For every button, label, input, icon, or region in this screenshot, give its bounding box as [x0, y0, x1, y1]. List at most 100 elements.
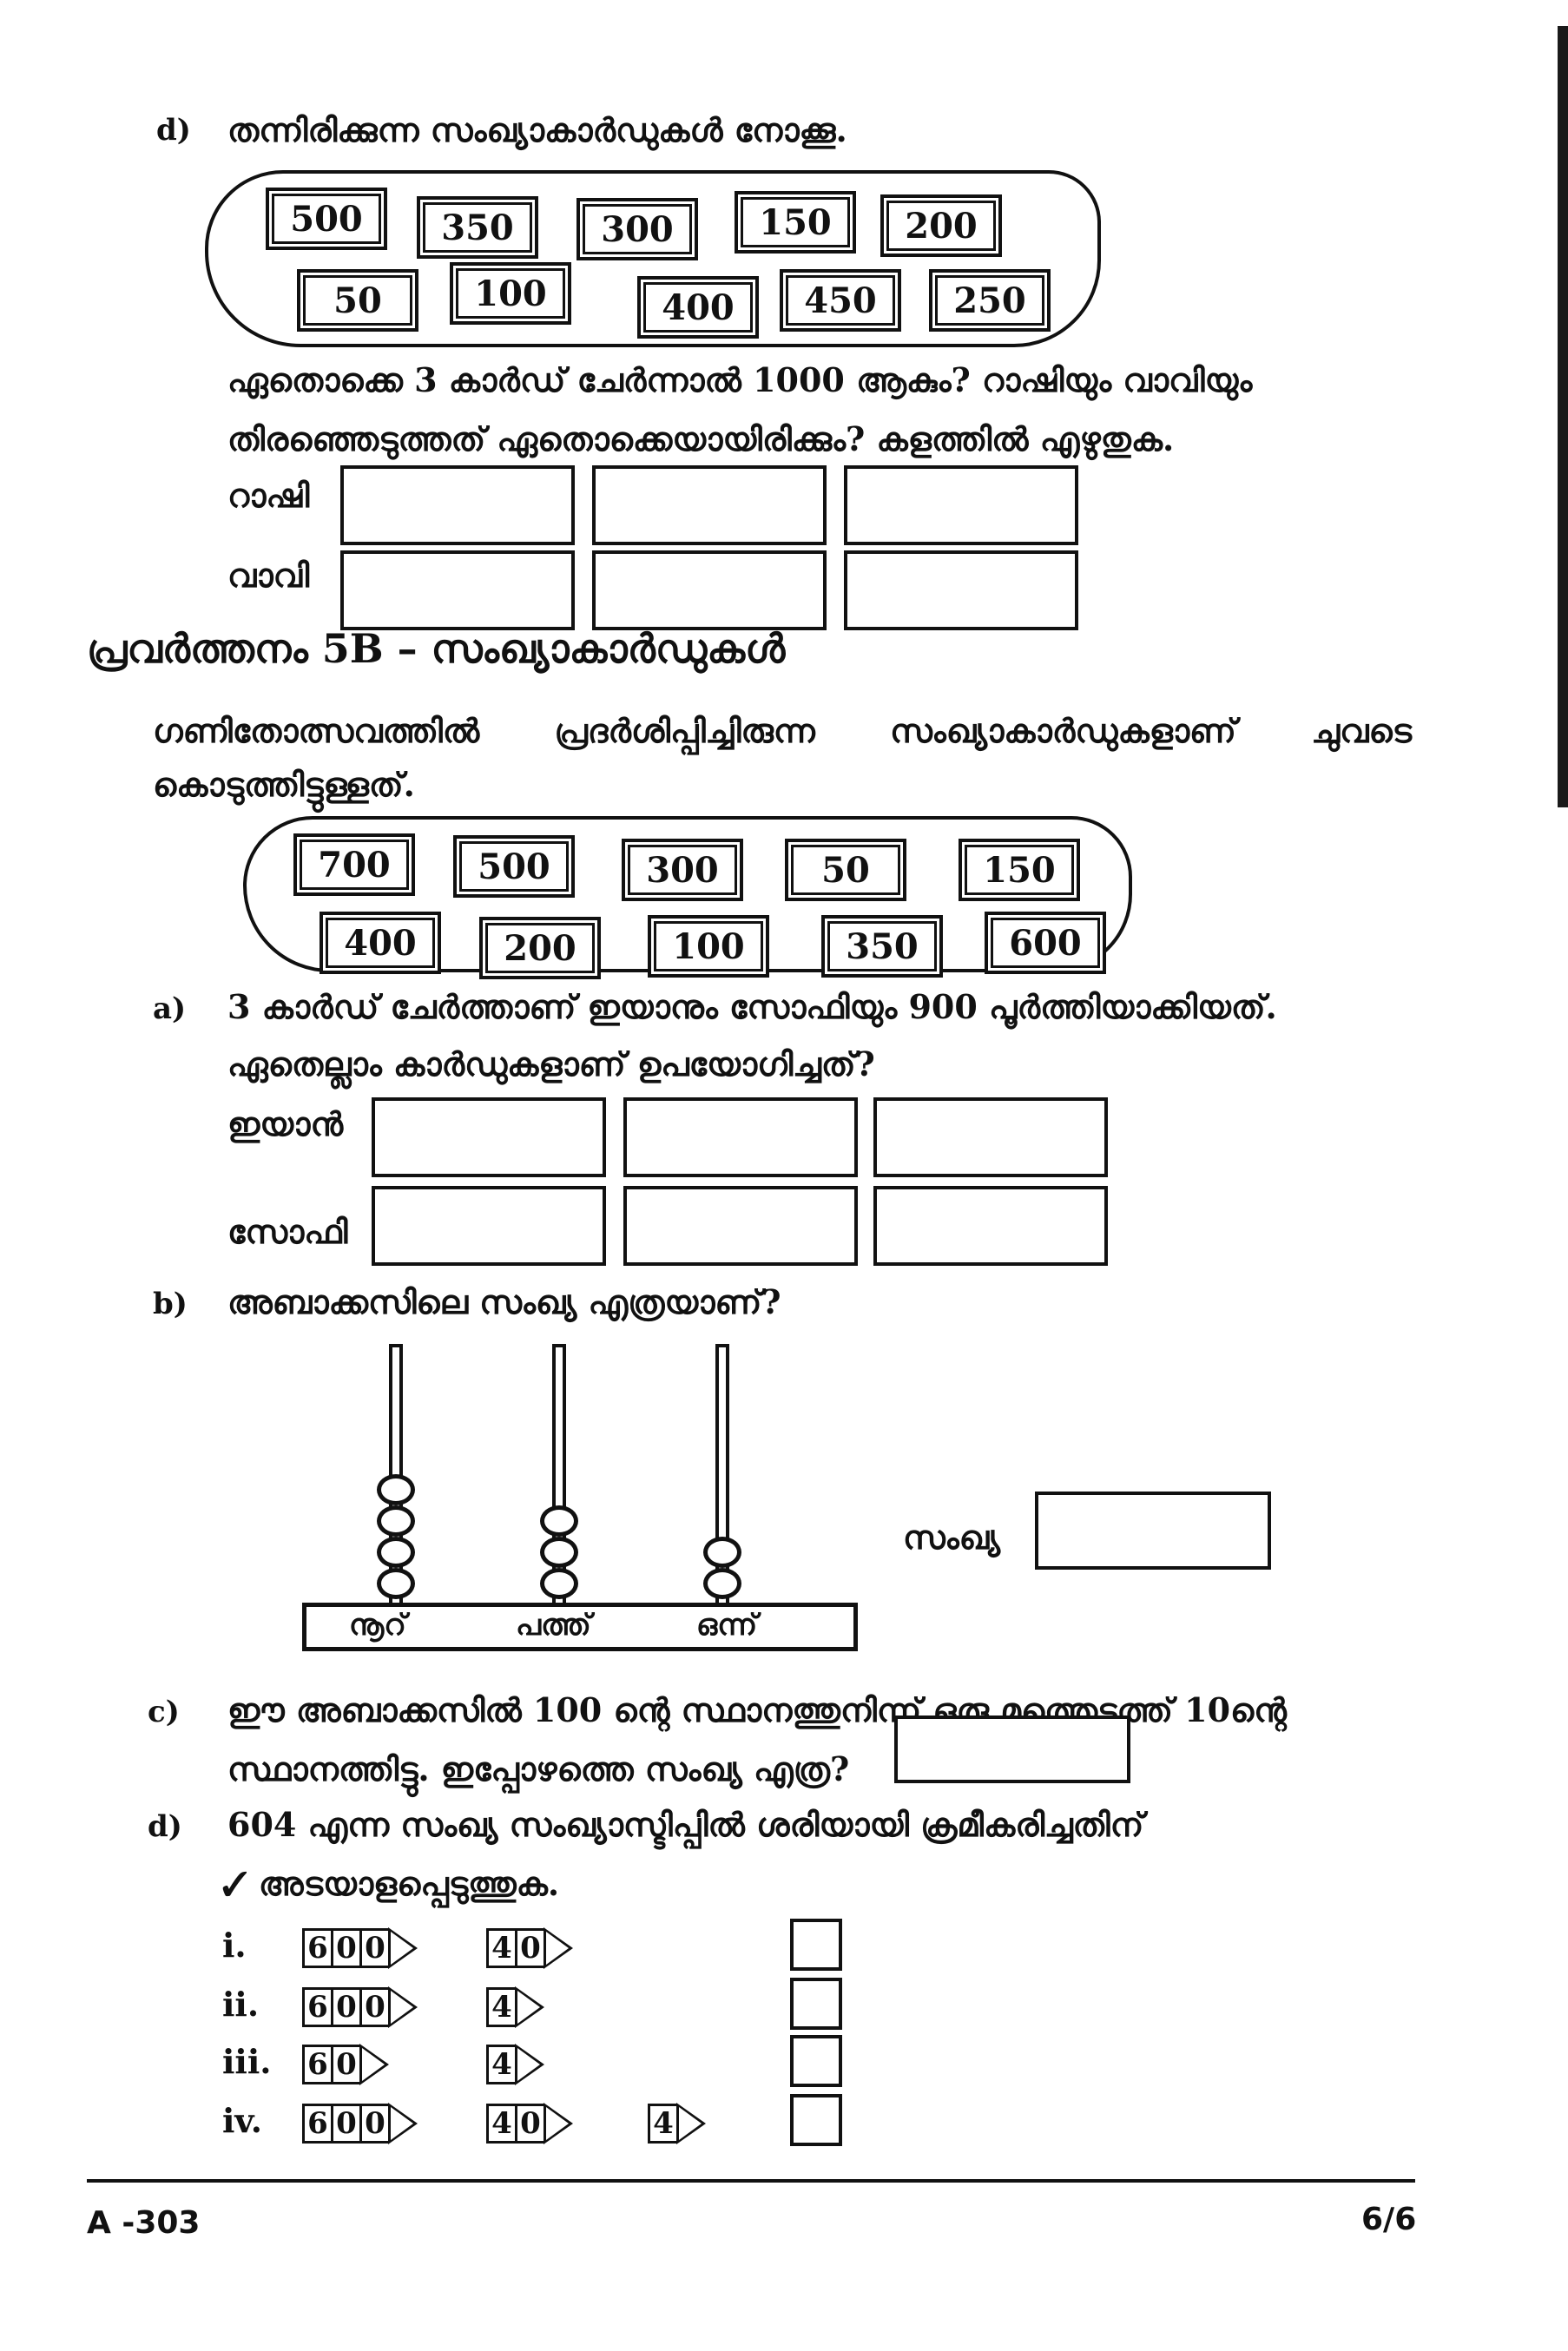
card-arrow-tip [544, 2103, 573, 2144]
question-label-d-top: d) [156, 113, 191, 148]
card-arrow-tip [515, 2044, 544, 2085]
answer-box-sofi-3[interactable] [873, 1186, 1108, 1266]
answer-box-abacus-number[interactable] [1035, 1492, 1271, 1570]
place-label-ones: ഒന്ന് [696, 1608, 758, 1643]
card-digit: 0 [515, 2104, 544, 2144]
option-number: i. [222, 1926, 247, 1965]
card-arrow-tip [544, 1927, 573, 1969]
answer-box-rashi-2[interactable] [592, 465, 827, 545]
answer-box-vavi-3[interactable] [844, 550, 1078, 630]
card-digit: 6 [302, 2104, 331, 2144]
card-arrow-tip [676, 2103, 706, 2144]
instruction-look-cards: തന്നിരിക്കുന്ന സംഖ്യാകാർഡുകൾ നോക്കൂ. [227, 110, 847, 149]
activity-card: 500 [453, 835, 575, 898]
page-binding-edge [1558, 26, 1568, 807]
card-digit: 0 [331, 1987, 359, 2027]
card-group-outline [205, 170, 1101, 347]
activity-card: 50 [785, 839, 906, 901]
card-digit: 0 [359, 2104, 388, 2144]
card-digit: 0 [359, 1928, 388, 1968]
activity-card: 300 [622, 839, 743, 901]
card-digit: 0 [331, 2104, 359, 2144]
abacus-bead [377, 1537, 415, 1568]
top-card: 200 [880, 194, 1002, 257]
answer-box-new-number[interactable] [894, 1716, 1130, 1783]
abacus-bead [540, 1568, 578, 1599]
intro-word-1: ഗണിതോത്സവത്തിൽ [153, 711, 480, 750]
qc-line-2: സ്ഥാനത്തിട്ടു. ഇപ്പോഴത്തെ സംഖ്യ എത്ര? [227, 1749, 850, 1788]
place-value-card: 4 [486, 2044, 544, 2085]
card-digit: 4 [648, 2104, 676, 2144]
answer-box-sofi-2[interactable] [623, 1186, 858, 1266]
card-digit: 4 [486, 2104, 515, 2144]
intro-line-2: കൊടുത്തിട്ടുള്ളത്. [153, 765, 415, 804]
card-digit: 0 [331, 1928, 359, 1968]
top-card: 450 [780, 269, 901, 332]
qd-line-2: ✓ അടയാളപ്പെടുത്തുക. [222, 1864, 560, 1903]
answer-box-rashi-3[interactable] [844, 465, 1078, 545]
footer-rule [87, 2179, 1415, 2183]
intro-word-2: പ്രദർശിപ്പിച്ചിരുന്ന [554, 711, 815, 750]
tick-checkbox[interactable] [790, 1919, 842, 1971]
answer-label-number: സംഖ്യ [903, 1518, 1000, 1557]
abacus-bead [377, 1505, 415, 1537]
activity-card: 350 [821, 915, 943, 978]
abacus-bead [540, 1537, 578, 1568]
place-label-hundreds: നൂറ് [349, 1608, 406, 1643]
card-digit: 0 [359, 1987, 388, 2027]
answer-box-vavi-1[interactable] [340, 550, 575, 630]
tick-checkbox[interactable] [790, 2035, 842, 2087]
abacus-bead [703, 1537, 741, 1568]
top-card: 250 [929, 269, 1051, 332]
question-line-1: ഏതൊക്കെ 3 കാർഡ് ചേർന്നാൽ 1000 ആകും? റാഷി… [227, 360, 1253, 399]
row-label-rashi: റാഷി [227, 476, 310, 515]
qa-line-1: 3 കാർഡ് ചേർത്താണ് ഇയാനും സോഫിയും 900 പൂർ… [227, 987, 1277, 1026]
answer-box-rashi-1[interactable] [340, 465, 575, 545]
card-arrow-tip [359, 2044, 389, 2085]
answer-box-iyan-1[interactable] [372, 1097, 606, 1177]
activity-card: 700 [293, 833, 415, 896]
question-line-2: തിരഞ്ഞെടുത്തത് ഏതൊക്കെയായിരിക്കും? കളത്ത… [227, 419, 1175, 458]
question-label-c: c) [148, 1695, 180, 1729]
top-card: 500 [266, 188, 387, 250]
card-arrow-tip [515, 1986, 544, 2028]
card-digit: 6 [302, 1987, 331, 2027]
top-card: 350 [417, 196, 538, 259]
activity-card: 200 [479, 917, 601, 979]
activity-heading: പ്രവർത്തനം 5B – സംഖ്യാകാർഡുകൾ [87, 625, 786, 672]
card-arrow-tip [388, 1986, 418, 2028]
tick-checkbox[interactable] [790, 1978, 842, 2030]
card-digit: 6 [302, 2045, 331, 2084]
place-value-card: 4 [648, 2103, 706, 2144]
answer-box-vavi-2[interactable] [592, 550, 827, 630]
activity-card: 100 [648, 915, 769, 978]
top-card: 50 [297, 269, 418, 332]
paper-code: A -303 [87, 2205, 201, 2241]
abacus-bead [377, 1568, 415, 1599]
row-label-sofi: സോഫി [227, 1212, 348, 1251]
answer-box-iyan-3[interactable] [873, 1097, 1108, 1177]
top-card: 300 [576, 198, 698, 260]
option-number: iii. [222, 2042, 272, 2081]
card-digit: 4 [486, 1928, 515, 1968]
answer-box-sofi-1[interactable] [372, 1186, 606, 1266]
card-digit: 0 [331, 2045, 359, 2084]
tick-checkbox[interactable] [790, 2094, 842, 2146]
activity-card: 600 [985, 912, 1106, 974]
answer-box-iyan-2[interactable] [623, 1097, 858, 1177]
card-digit: 0 [515, 1928, 544, 1968]
card-arrow-tip [388, 2103, 418, 2144]
page-number: 6/6 [1361, 2202, 1417, 2237]
question-label-a: a) [153, 991, 187, 1026]
place-label-tens: പത്ത് [516, 1608, 591, 1643]
qb-text: അബാക്കസിലെ സംഖ്യ എത്രയാണ്? [227, 1282, 781, 1321]
qd-line-1: 604 എന്ന സംഖ്യ സംഖ്യാസ്ടിപ്പിൽ ശരിയായി ക… [227, 1805, 1144, 1844]
intro-line-1: ഗണിതോത്സവത്തിൽ പ്രദർശിപ്പിച്ചിരുന്ന സംഖ്… [153, 705, 1412, 757]
top-card: 400 [637, 276, 759, 339]
intro-word-4: ചുവടെ [1311, 711, 1412, 750]
